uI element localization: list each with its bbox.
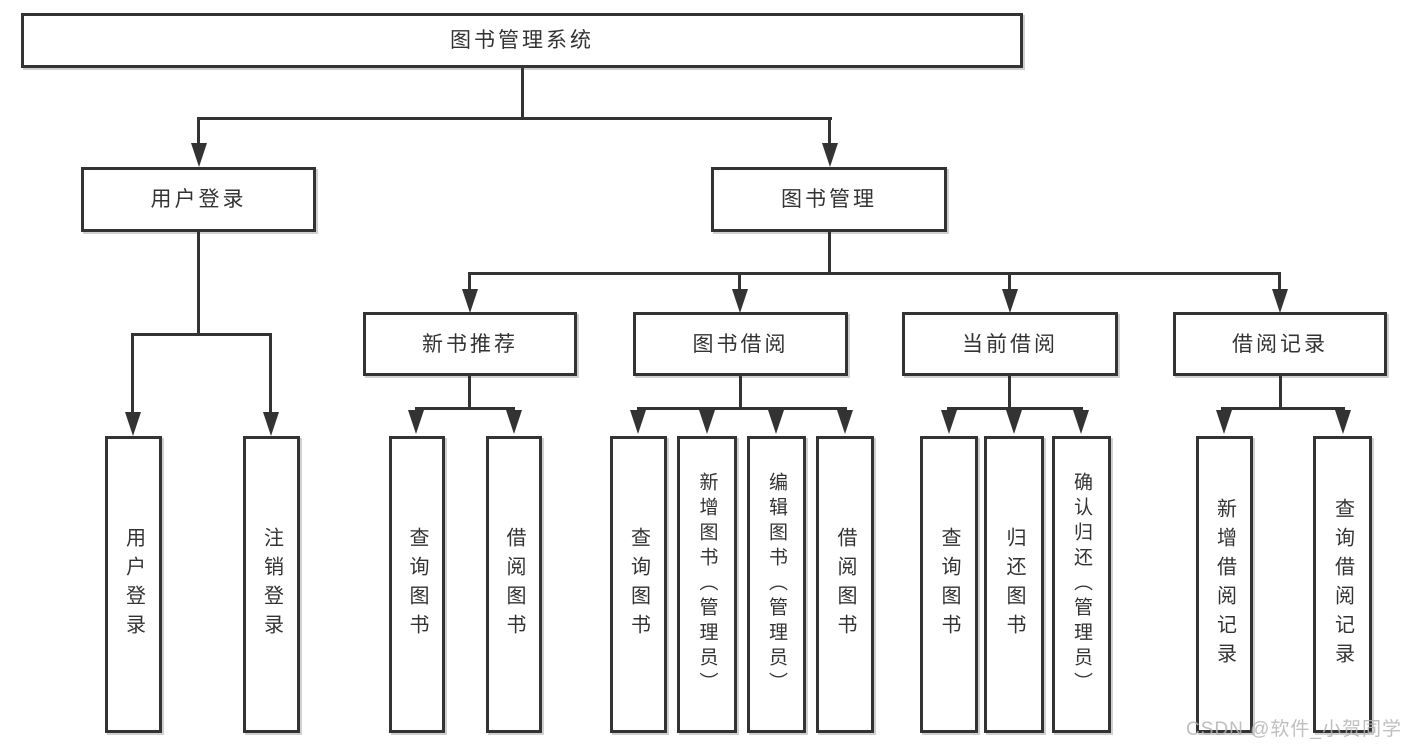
node-book-borrow-label: 图书借阅 — [692, 332, 789, 356]
arrowhead-user-login — [191, 143, 207, 167]
leaf-confirm-return-admin-label: 确认归还（管理员） — [1071, 472, 1092, 697]
edge-borrow-records-stub — [1279, 374, 1282, 409]
leaf-edit-books-admin-label: 编辑图书（管理员） — [766, 472, 787, 697]
edge-borrow-records-horizontal — [1221, 407, 1345, 410]
arrowhead-book-management — [822, 143, 838, 167]
arrowhead-edit-books — [768, 410, 784, 434]
leaf-user-login: 用户登录 — [105, 436, 162, 733]
edge-book-borrow-horizontal — [637, 407, 847, 410]
arrowhead-confirm-return — [1073, 410, 1089, 434]
leaf-edit-books-admin: 编辑图书（管理员） — [747, 436, 806, 733]
edge-book-management-stub — [828, 230, 831, 275]
arrowhead-newbook-borrow — [506, 410, 522, 434]
node-book-management: 图书管理 — [711, 167, 947, 232]
leaf-borrow-books: 借阅图书 — [816, 436, 874, 733]
leaf-add-books-admin-label: 新增图书（管理员） — [696, 472, 718, 697]
edge-user-login-stub — [197, 230, 200, 336]
node-book-borrow: 图书借阅 — [633, 312, 848, 376]
node-root-label: 图书管理系统 — [450, 29, 594, 52]
edge-to-new-book-recommend — [468, 273, 471, 291]
arrowhead-newbook-query — [408, 410, 424, 434]
leaf-borrow-books-label: 借阅图书 — [834, 526, 856, 643]
edge-to-leaf-logout — [269, 334, 272, 414]
arrowhead-borrow-books — [837, 410, 853, 434]
edge-to-borrow-records — [1278, 273, 1281, 291]
arrowhead-current-query — [941, 410, 957, 434]
node-root: 图书管理系统 — [21, 13, 1023, 68]
leaf-add-books-admin: 新增图书（管理员） — [677, 436, 737, 733]
leaf-newbook-query-books-label: 查询图书 — [406, 526, 428, 643]
leaf-logout-label: 注销登录 — [260, 526, 283, 643]
leaf-query-borrow-record-label: 查询借阅记录 — [1331, 497, 1354, 672]
edge-user-login-horizontal — [131, 333, 272, 336]
leaf-query-borrow-record: 查询借阅记录 — [1313, 436, 1372, 733]
leaf-newbook-query-books: 查询图书 — [389, 436, 445, 733]
arrowhead-leaf-logout — [263, 412, 279, 436]
leaf-newbook-borrow-books: 借阅图书 — [486, 436, 542, 733]
arrowhead-query-record — [1335, 410, 1351, 434]
leaf-return-books-label: 归还图书 — [1003, 526, 1025, 643]
node-borrow-records: 借阅记录 — [1173, 312, 1387, 376]
node-current-borrow-label: 当前借阅 — [962, 332, 1058, 356]
node-borrow-records-label: 借阅记录 — [1232, 332, 1328, 356]
arrowhead-book-borrow — [732, 289, 748, 313]
edge-root-stub — [521, 66, 524, 120]
node-book-management-label: 图书管理 — [781, 188, 877, 211]
arrowhead-return-books — [1006, 410, 1022, 434]
leaf-current-query-books: 查询图书 — [920, 436, 978, 733]
edge-to-book-management — [828, 118, 831, 146]
leaf-add-borrow-record-label: 新增借阅记录 — [1213, 497, 1236, 672]
edge-current-borrow-stub — [1008, 374, 1011, 409]
node-user-login-label: 用户登录 — [150, 188, 247, 211]
edge-to-book-borrow — [738, 273, 741, 291]
leaf-return-books: 归还图书 — [984, 436, 1044, 733]
node-user-login: 用户登录 — [81, 167, 316, 232]
arrowhead-add-books — [699, 410, 715, 434]
arrowhead-add-record — [1216, 410, 1232, 434]
edge-book-borrow-stub — [739, 374, 742, 409]
arrowhead-borrow-query — [630, 410, 646, 434]
leaf-borrow-query-books: 查询图书 — [610, 436, 667, 733]
node-current-borrow: 当前借阅 — [902, 312, 1118, 376]
leaf-logout: 注销登录 — [243, 436, 300, 733]
arrowhead-new-book-recommend — [462, 289, 478, 313]
edge-to-user-login — [197, 118, 200, 146]
leaf-newbook-borrow-books-label: 借阅图书 — [503, 526, 525, 643]
node-new-book-recommend-label: 新书推荐 — [422, 332, 518, 356]
leaf-current-query-books-label: 查询图书 — [938, 526, 960, 643]
arrowhead-current-borrow — [1002, 289, 1018, 313]
csdn-watermark: CSDN @软件_小贺同学 — [1186, 719, 1402, 740]
leaf-add-borrow-record: 新增借阅记录 — [1196, 436, 1253, 733]
arrowhead-leaf-user-login — [125, 412, 141, 436]
edge-new-book-recommend-stub — [468, 374, 471, 409]
leaf-borrow-query-books-label: 查询图书 — [627, 526, 650, 643]
edge-root-horizontal — [197, 117, 832, 120]
edge-to-leaf-user-login — [131, 334, 134, 414]
node-new-book-recommend: 新书推荐 — [363, 312, 577, 376]
leaf-user-login-label: 用户登录 — [122, 526, 145, 643]
arrowhead-borrow-records — [1272, 289, 1288, 313]
leaf-confirm-return-admin: 确认归还（管理员） — [1052, 436, 1111, 733]
edge-new-book-recommend-horizontal — [415, 407, 515, 410]
edge-book-management-horizontal — [468, 272, 1281, 275]
edge-to-current-borrow — [1008, 273, 1011, 291]
edge-current-borrow-horizontal — [947, 407, 1083, 410]
